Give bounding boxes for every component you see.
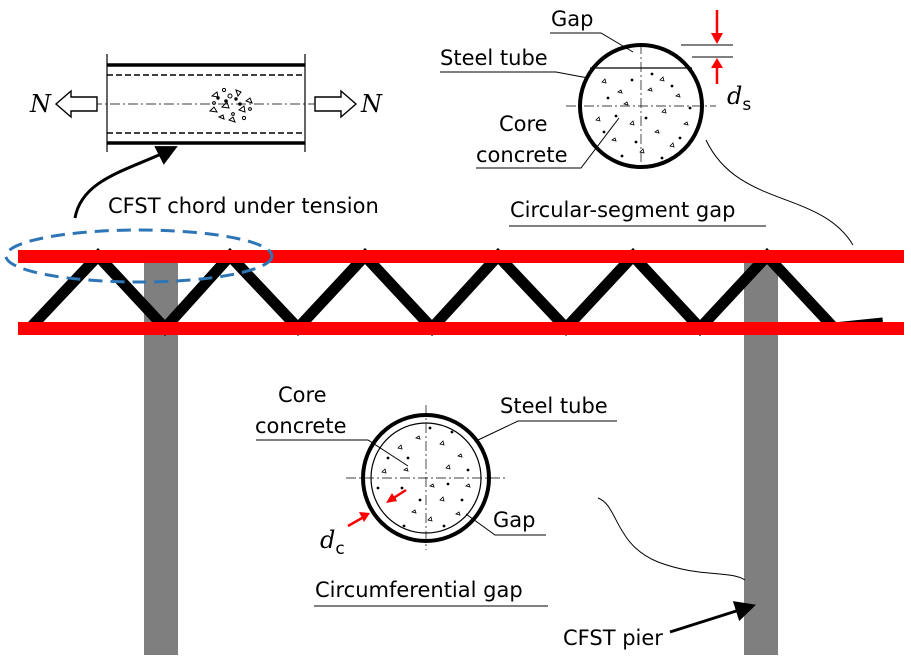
bottom-steel-tube-label: Steel tube (500, 394, 608, 418)
ds-label-sub: s (742, 95, 751, 115)
bottom-gap-label: Gap (493, 508, 535, 532)
bottom-core-label-2: concrete (255, 414, 347, 438)
bottom-section-pointer (597, 497, 746, 581)
bottom-steel-tube-leader (477, 420, 617, 441)
force-label-left: N (29, 90, 52, 118)
pier-caption-leader (669, 601, 757, 634)
ds-label: ds (727, 82, 751, 115)
top-core-leader (476, 117, 620, 169)
top-caption: Circular-segment gap (510, 198, 735, 222)
top-gap-leader (550, 32, 634, 53)
left-force-arrow (54, 89, 98, 119)
dc-label-main: d (320, 526, 335, 554)
bottom-gap-leader (465, 513, 546, 536)
force-label-right: N (360, 90, 383, 118)
bottom-core-leader (256, 439, 409, 467)
top-core-aggregate (595, 72, 692, 160)
pier-annotation: CFST pier (563, 601, 757, 650)
top-steel-tube-leader (440, 71, 589, 79)
chord-detail-aggregate (208, 87, 253, 123)
top-chord (18, 250, 904, 263)
dc-arrows (347, 488, 407, 528)
top-steel-tube-label: Steel tube (440, 46, 548, 70)
tension-zone-ellipse (4, 228, 274, 284)
top-gap-label: Gap (551, 7, 593, 31)
top-section-pointer (705, 139, 854, 246)
truss (4, 228, 904, 655)
dc-label: dc (320, 526, 345, 559)
top-cross-section: ds Gap Steel tube Core concrete Circular… (440, 7, 854, 246)
ds-label-main: d (727, 82, 742, 110)
bottom-chord (18, 322, 904, 335)
chord-detail: N N CFST chord under tension (29, 54, 383, 219)
top-core-label-1: Core (499, 112, 548, 136)
chord-caption: CFST chord under tension (108, 194, 379, 218)
top-core-label-2: concrete (476, 143, 568, 167)
bottom-cross-section: dc Core concrete Steel tube Gap Circumfe… (255, 383, 746, 607)
pier-caption: CFST pier (563, 626, 663, 650)
chord-caption-leader (73, 146, 178, 219)
bottom-caption: Circumferential gap (315, 578, 523, 602)
right-pier (744, 260, 778, 655)
dc-label-sub: c (335, 539, 344, 559)
bottom-core-label-1: Core (278, 383, 327, 407)
truss-web (26, 247, 884, 337)
right-force-arrow (314, 89, 358, 119)
bottom-core-aggregate (376, 426, 471, 528)
ds-arrows (711, 10, 723, 84)
